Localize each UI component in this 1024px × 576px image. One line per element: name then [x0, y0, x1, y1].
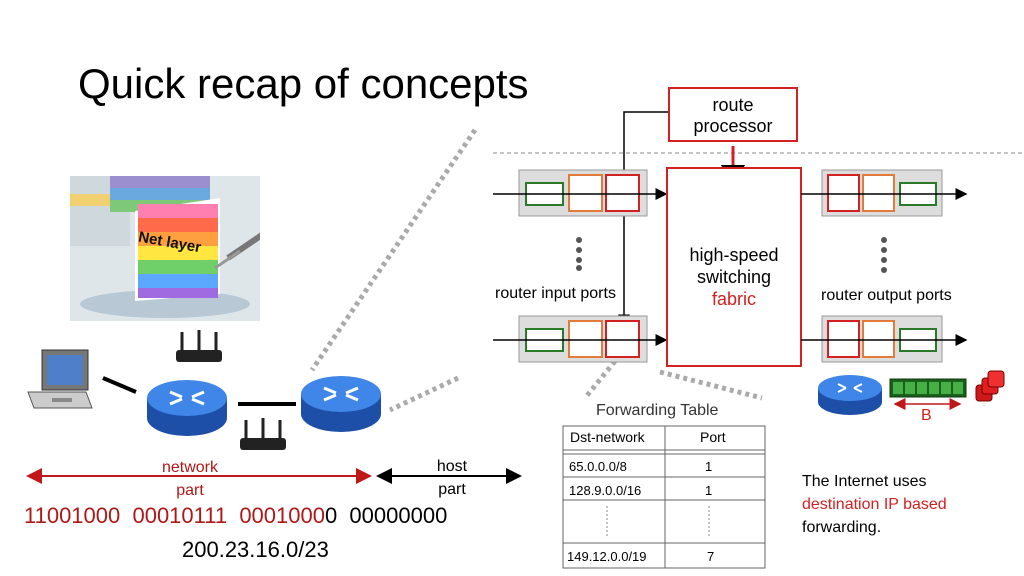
network-part-label: network part [150, 456, 230, 502]
network-bits: 11001000 00010111 0001000 [24, 503, 325, 528]
route-processor-box: route processor [668, 87, 798, 142]
cake-illustration [70, 176, 260, 321]
ft-row-2-network: 128.9.0.0/16 [569, 483, 642, 498]
host-part-label-1: host [436, 458, 468, 475]
route-processor-label-2: processor [693, 116, 773, 136]
ft-header-network: Dst-network [570, 429, 645, 445]
buffer-label: B [921, 407, 932, 424]
note-line-3: forwarding. [802, 519, 882, 536]
ft-header-port: Port [700, 429, 726, 445]
ft-row-1-network: 65.0.0.0/8 [569, 459, 627, 474]
router-icon-small [818, 375, 882, 415]
forwarding-note: The Internet uses destination IP based f… [802, 470, 947, 539]
processor-to-port-arrow [618, 111, 668, 327]
input-ports-label: router input ports [495, 285, 616, 302]
route-processor-label-1: route [712, 95, 754, 115]
host-part-label: host part [420, 455, 484, 501]
router-icon-right [301, 376, 381, 432]
fabric-label-3: fabric [711, 289, 756, 309]
ft-row-3-port: 7 [707, 549, 715, 564]
host-part-label-2: part [438, 481, 466, 498]
note-line-2: destination IP based [802, 496, 947, 513]
ft-row-1-port: 1 [705, 459, 713, 474]
note-line-1: The Internet uses [802, 473, 927, 490]
zoom-line-table-right [659, 369, 763, 401]
output-ports-label: router output ports [821, 287, 952, 304]
fabric-label-2: switching [696, 267, 772, 287]
forwarding-table-grid [562, 425, 766, 569]
zoom-line-left [309, 128, 478, 372]
router-icon-left [147, 380, 227, 436]
ft-row-3-network: 149.12.0.0/19 [567, 549, 647, 564]
wifi-router-icon-top [176, 330, 222, 362]
fabric-label-1: high-speed [689, 245, 779, 265]
ip-prefix: 200.23.16.0/23 [182, 537, 329, 562]
ip-address-bits: 11001000 00010111 00010000 00000000 [24, 503, 447, 529]
page-title: Quick recap of concepts [78, 60, 529, 107]
ft-row-2-port: 1 [705, 483, 713, 498]
computer-icon [27, 349, 93, 409]
network-part-label-1: network [161, 459, 219, 476]
fabric-label: high-speed switching fabric [667, 244, 801, 310]
host-bits: 0 00000000 [324, 503, 448, 528]
switching-fabric-box [666, 167, 802, 367]
zoom-line-bottom [388, 375, 460, 413]
wifi-router-icon-bottom [240, 418, 286, 450]
layer-cake-image: Net layer [70, 176, 260, 321]
packets-icon [975, 370, 1005, 402]
buffer-icon [889, 378, 967, 398]
network-part-label-2: part [176, 482, 204, 499]
forwarding-table-title: Forwarding Table [596, 402, 719, 419]
